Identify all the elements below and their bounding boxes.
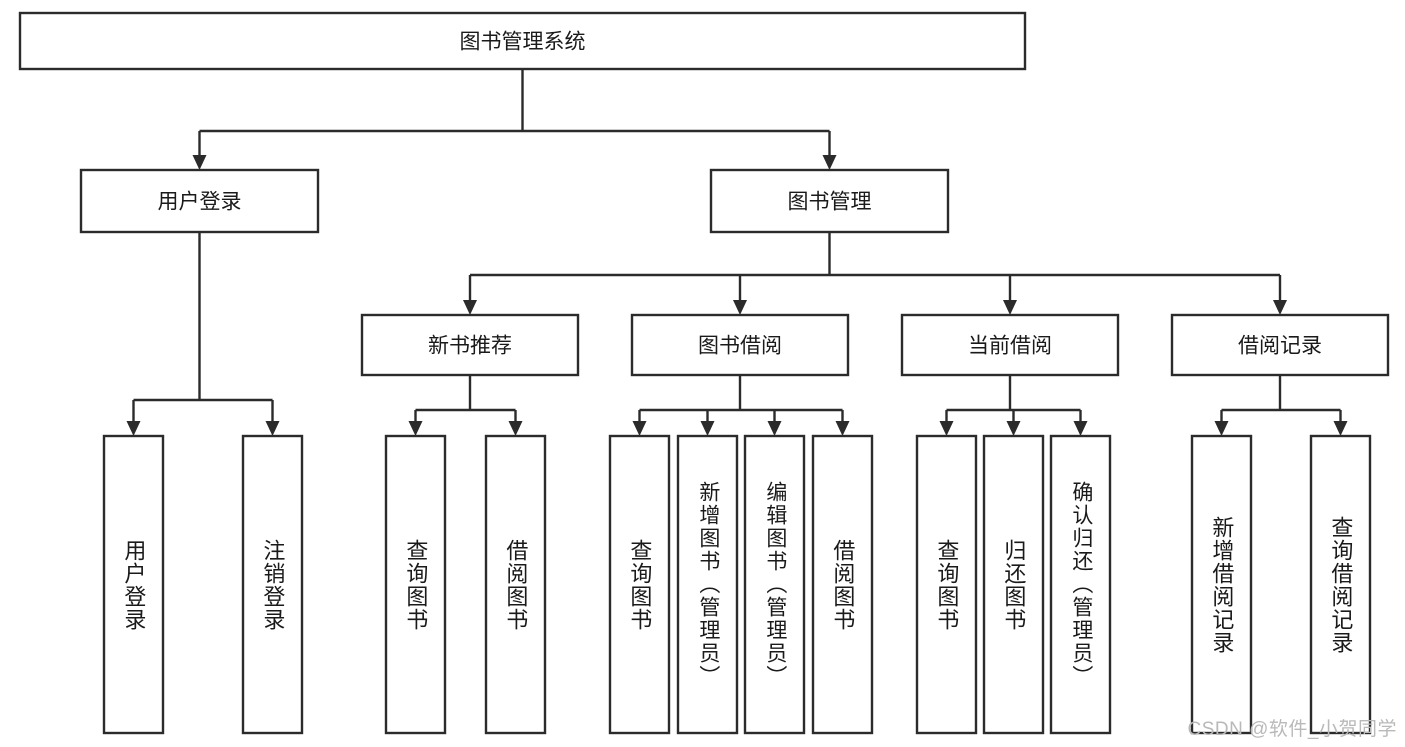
node-label-level2-1: 图书管理 [788,191,872,214]
arrow-head-icon [1214,421,1229,436]
node-leaf-8[interactable] [915,434,978,735]
node-level3-0[interactable] [360,313,580,377]
node-label-level2-0: 用户登录 [158,191,242,214]
arrow-head-icon [1073,421,1088,436]
node-label-root-system: 图书管理系统 [460,31,586,54]
arrow-head-icon [939,421,954,436]
node-leaf-11[interactable] [1190,434,1253,735]
arrow-head-icon [1006,421,1021,436]
arrow-head-icon [1333,421,1348,436]
arrow-head-icon [265,421,280,436]
arrow-head-icon [733,300,747,315]
arrow-head-icon [835,421,850,436]
node-leaf-12[interactable] [1309,434,1372,735]
node-box-layer [18,11,1390,735]
node-level3-2[interactable] [900,313,1120,377]
node-leaf-0[interactable] [102,434,165,735]
arrow-head-icon [508,421,523,436]
arrow-head-icon [822,155,837,170]
arrow-head-icon [192,155,207,170]
node-label-level3-3: 借阅记录 [1238,335,1322,358]
node-label-level3-0: 新书推荐 [428,335,512,358]
node-leaf-2[interactable] [384,434,447,735]
connector-layer [126,69,1348,436]
node-leaf-1[interactable] [241,434,304,735]
arrow-head-icon [463,300,477,315]
watermark-text: CSDN @软件_小贺同学 [1187,719,1397,740]
node-leaf-10[interactable] [1049,434,1112,735]
node-leaf-7[interactable] [811,434,874,735]
arrow-head-icon [126,421,141,436]
arrow-head-icon [700,421,715,436]
arrow-head-icon [632,421,647,436]
node-leaf-4[interactable] [608,434,671,735]
arrow-head-icon [408,421,423,436]
node-level3-1[interactable] [630,313,850,377]
arrow-head-icon [1003,300,1017,315]
node-leaf-9[interactable] [982,434,1045,735]
node-root-system[interactable] [18,11,1027,71]
arrow-head-icon [1273,300,1287,315]
node-level3-3[interactable] [1170,313,1390,377]
node-level2-1[interactable] [709,168,950,234]
node-level2-0[interactable] [79,168,320,234]
node-leaf-3[interactable] [484,434,547,735]
node-label-level3-1: 图书借阅 [698,335,782,358]
node-leaf-5[interactable] [676,434,739,735]
node-leaf-6[interactable] [743,434,806,735]
arrow-head-icon [767,421,782,436]
node-label-level3-2: 当前借阅 [968,335,1052,358]
